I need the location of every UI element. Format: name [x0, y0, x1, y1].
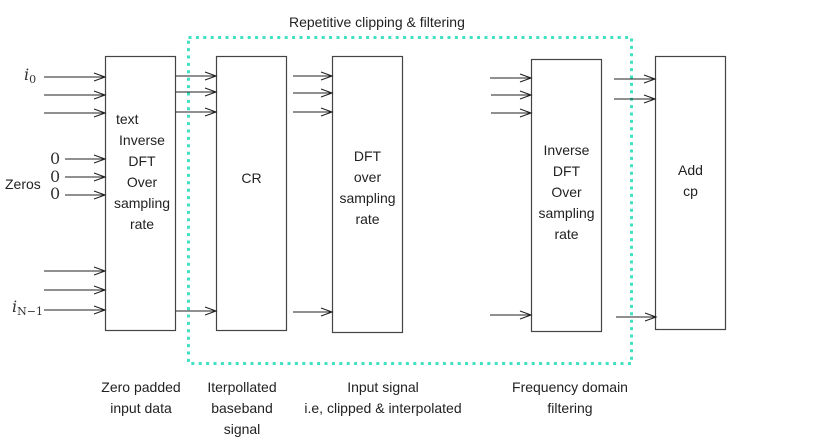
block-line: rate [355, 211, 380, 227]
caption-line: filtering [547, 400, 593, 416]
arrowhead-icon [320, 71, 334, 81]
arrowhead-icon [519, 73, 533, 83]
input-var: i [24, 65, 30, 84]
caption-line: Frequency domain [512, 379, 628, 395]
block-line: sampling [538, 205, 595, 221]
input-subscript: N−1 [17, 305, 43, 318]
arrowhead-icon [320, 88, 334, 98]
caption-line: signal [223, 421, 261, 437]
block-line: CR [241, 170, 262, 186]
input-var: i [12, 297, 18, 316]
arrowhead-icon [519, 108, 533, 118]
zero-value-1: 0 [50, 149, 61, 168]
block-cr[interactable] [215, 55, 288, 332]
arrowhead-icon [204, 71, 218, 81]
block-line: text [116, 111, 139, 127]
arrowhead-icon [519, 310, 533, 320]
arrowhead-icon [643, 94, 657, 104]
block-cr-text: CR [216, 168, 287, 189]
block-add-cp-text: Add cp [655, 160, 726, 202]
caption-line: baseband [211, 400, 273, 416]
block-line: DFT [552, 163, 581, 179]
arrowhead-icon [644, 312, 658, 322]
arrowhead-icon [93, 305, 107, 315]
block-line: Add [678, 162, 703, 178]
caption-line: Zero padded [101, 379, 181, 395]
input-i0-label: i0 [24, 65, 36, 86]
input-subscript: 0 [29, 73, 37, 86]
group-title: Repetitive clipping & filtering [289, 14, 465, 30]
caption-frequency-domain-filtering: Frequency domain filtering [500, 377, 640, 419]
arrowhead-icon [93, 154, 107, 164]
arrowhead-icon [320, 307, 334, 317]
block-line: DFT [128, 153, 156, 169]
arrowhead-icon [93, 172, 107, 182]
block-line: Over [551, 184, 582, 200]
block-idft-oversampling-text: text Inverse DFT Over sampling rate [105, 109, 179, 235]
block-line: Inverse [543, 142, 590, 158]
block-idft-oversampling-2-text: Inverse DFT Over sampling rate [531, 140, 602, 245]
block-idft-oversampling[interactable] [104, 55, 177, 332]
caption-line: Input signal [347, 379, 419, 395]
block-line: rate [554, 226, 579, 242]
block-line: Inverse [119, 132, 165, 148]
block-line: cp [683, 183, 698, 199]
block-line: sampling [339, 190, 396, 206]
block-line: rate [129, 216, 155, 232]
arrowhead-icon [519, 90, 533, 100]
block-line: over [353, 169, 382, 185]
arrowhead-icon [93, 190, 107, 200]
caption-input-signal: Input signal i.e, clipped & interpolated [293, 377, 473, 419]
zero-value-3: 0 [50, 184, 61, 203]
caption-line: i.e, clipped & interpolated [304, 400, 462, 416]
block-line: Over [126, 174, 158, 190]
block-dft-oversampling[interactable] [331, 55, 404, 334]
arrowhead-icon [204, 87, 218, 97]
arrowhead-icon [93, 72, 107, 82]
arrowhead-icon [93, 266, 107, 276]
arrowhead-icon [93, 285, 107, 295]
arrowhead-icon [204, 306, 218, 316]
arrowhead-icon [204, 107, 218, 117]
caption-line: input data [110, 400, 172, 416]
arrowhead-icon [320, 107, 334, 117]
block-dft-oversampling-text: DFT over sampling rate [332, 146, 403, 230]
caption-interpolated-baseband: Iterpollated baseband signal [199, 377, 285, 440]
arrowhead-icon [93, 90, 107, 100]
caption-zero-padded: Zero padded input data [91, 377, 191, 419]
block-add-cp[interactable] [654, 55, 727, 331]
zero-value-2: 0 [50, 167, 61, 186]
input-iN-1-label: iN−1 [12, 297, 43, 318]
arrowhead-icon [643, 74, 657, 84]
block-line: sampling [113, 195, 171, 211]
zeros-label: Zeros [5, 176, 41, 192]
arrowhead-icon [93, 108, 107, 118]
block-idft-oversampling-2[interactable] [530, 58, 603, 333]
caption-line: Iterpollated [207, 379, 277, 395]
block-line: DFT [353, 148, 382, 164]
